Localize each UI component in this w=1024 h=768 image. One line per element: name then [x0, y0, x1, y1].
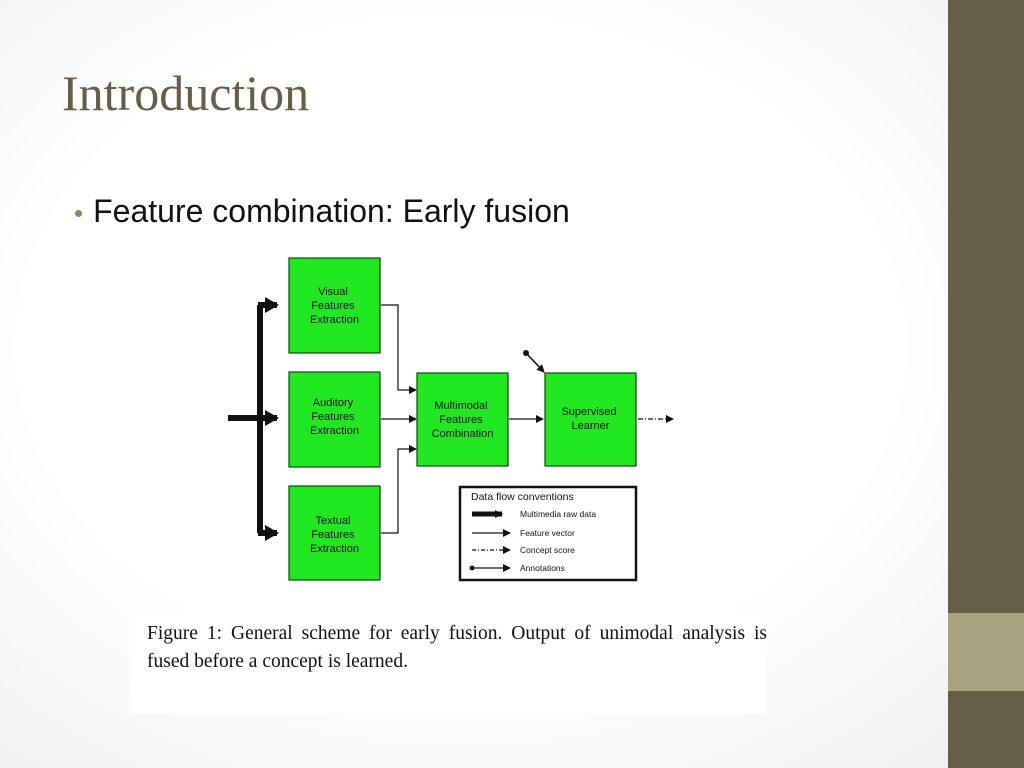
- visual-box-line-1: Visual: [318, 286, 348, 298]
- auditory-box-line-1: Auditory: [313, 397, 354, 409]
- supervised-learner-box: Supervised Learner: [544, 372, 637, 467]
- supervised-box-line-2: Learner: [572, 420, 610, 432]
- auditory-box-line-3: Extraction: [310, 425, 359, 437]
- svg-text:Multimodal Features: Multimodal Features Combination: [432, 400, 494, 440]
- caption-background: [129, 610, 766, 714]
- multimodal-box-line-2: Features: [439, 414, 483, 426]
- feature-vector-arrows: [381, 304, 544, 534]
- svg-text:Auditory Features: Auditory Features Extraction: [310, 397, 359, 437]
- visual-features-box: Visual Features Extraction: [288, 257, 381, 354]
- auditory-features-box: Auditory Features Extraction: [288, 371, 381, 468]
- legend-title: Data flow conventions: [471, 491, 574, 503]
- auditory-box-line-2: Features: [311, 411, 355, 423]
- legend-box: Data flow conventions Multimedia raw dat…: [458, 485, 638, 582]
- visual-box-line-2: Features: [311, 300, 355, 312]
- textual-box-line-3: Extraction: [310, 543, 359, 555]
- bullet-item: • Feature combination: Early fusion: [74, 192, 570, 230]
- sidebar-accent: [948, 613, 1024, 691]
- textual-features-box: Textual Features Extraction: [288, 485, 381, 581]
- svg-text:Textual Features E: Textual Features Extraction: [310, 515, 359, 555]
- figure-caption: Figure 1: General scheme for early fusio…: [147, 623, 767, 672]
- page-title: Introduction: [62, 65, 310, 121]
- visual-box-line-3: Extraction: [310, 314, 359, 326]
- multimodal-box-line-3: Combination: [432, 428, 494, 440]
- legend-item-feature-vector: Feature vector: [520, 528, 575, 538]
- textual-box-line-1: Textual: [316, 515, 351, 527]
- svg-text:Supervised Learner: Supervised Learner: [561, 406, 619, 432]
- legend-item-annotations: Annotations: [520, 563, 565, 573]
- multimodal-box-line-1: Multimodal: [434, 400, 487, 412]
- bullet-text: Feature combination: Early fusion: [93, 193, 570, 229]
- multimodal-combination-box: Multimodal Features Combination: [416, 372, 509, 467]
- bullet-dot: •: [74, 198, 84, 228]
- svg-text:Visual Features Ex: Visual Features Extraction: [310, 286, 359, 326]
- legend-item-concept-score: Concept score: [520, 545, 575, 555]
- annotation-arrow: [523, 350, 545, 373]
- supervised-box-line-1: Supervised: [561, 406, 616, 418]
- legend-item-raw-data: Multimedia raw data: [520, 509, 596, 519]
- early-fusion-diagram: Visual Features Extraction Auditory Feat…: [228, 257, 674, 582]
- textual-box-line-2: Features: [311, 529, 355, 541]
- raw-data-arrows: [228, 297, 279, 541]
